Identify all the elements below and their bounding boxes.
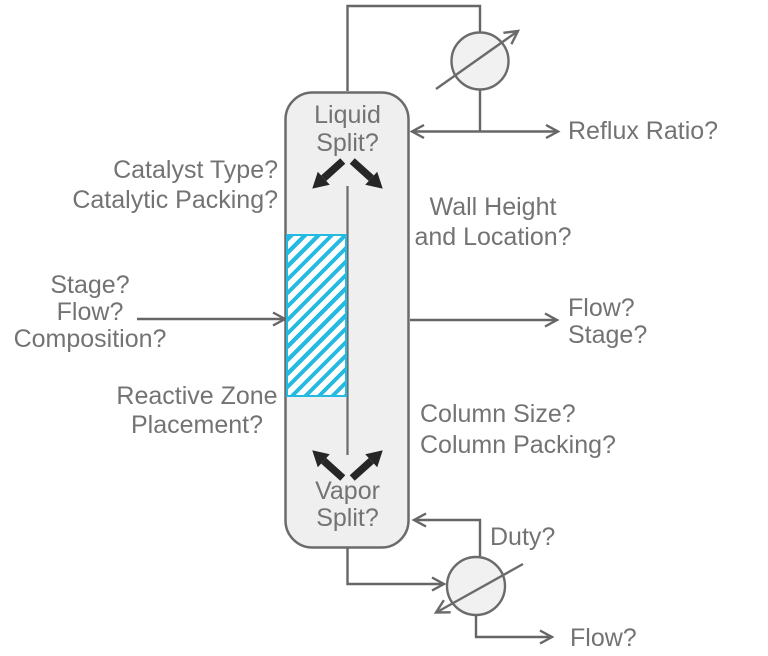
label-line: Stage? <box>50 271 130 299</box>
bottom-product-arrowhead-icon <box>539 629 555 645</box>
condenser-symbol-icon <box>435 29 521 91</box>
label-line: Flow? <box>56 298 124 326</box>
side-product-label: Flow? Stage? <box>568 295 647 349</box>
reactive-zone-hatch <box>286 234 347 397</box>
bottoms-flow-label: Flow? <box>570 624 637 652</box>
vapor-split-label: Vapor Split? <box>282 478 413 532</box>
label-line: and Location? <box>414 223 572 251</box>
label-line: Reactive Zone <box>116 382 278 410</box>
label-line: Column Size? <box>420 400 576 428</box>
vapor-return-arrowhead-icon <box>411 512 427 528</box>
vapor-split-arrows-icon <box>312 450 383 481</box>
liquid-split-arrows-icon <box>312 158 383 189</box>
label-line: Placement? <box>130 411 264 439</box>
reflux-ratio-arrowhead-icon <box>545 123 561 140</box>
label-line: Catalytic Packing? <box>72 186 278 214</box>
label-line: Stage? <box>568 321 648 349</box>
label-line: Vapor <box>315 477 380 505</box>
label-line: Catalyst Type? <box>113 156 278 184</box>
label-line: Column Packing? <box>420 431 616 459</box>
liquid-split-label: Liquid Split? <box>282 101 413 157</box>
feed-label: Stage? Flow? Composition? <box>2 272 178 353</box>
reboiler-symbol-icon <box>433 555 524 617</box>
side-product-arrowhead-icon <box>544 312 560 328</box>
vapor-return-line <box>414 518 482 556</box>
label-line: Split? <box>316 504 379 532</box>
bottoms-line <box>346 548 444 586</box>
label-line: Composition? <box>13 325 167 353</box>
column-spec-label: Column Size? Column Packing? <box>420 399 616 461</box>
wall-height-label: Wall Height and Location? <box>403 192 583 252</box>
feed-arrowhead-icon <box>272 311 288 327</box>
duty-label: Duty? <box>490 523 556 551</box>
catalyst-label: Catalyst Type? Catalytic Packing? <box>28 155 278 215</box>
bottoms-arrowhead-icon <box>431 576 447 592</box>
condenser-inlet-pipe <box>346 4 482 91</box>
bottom-product-line <box>474 615 552 639</box>
reactive-zone-label: Reactive Zone Placement? <box>107 382 287 440</box>
reflux-ratio-label: Reflux Ratio? <box>568 117 719 145</box>
label-line: Flow? <box>568 294 635 322</box>
label-line: Wall Height <box>429 193 557 221</box>
label-line: Liquid <box>314 101 381 129</box>
reflux-return-arrowhead-icon <box>409 123 425 140</box>
label-line: Split? <box>316 129 379 157</box>
